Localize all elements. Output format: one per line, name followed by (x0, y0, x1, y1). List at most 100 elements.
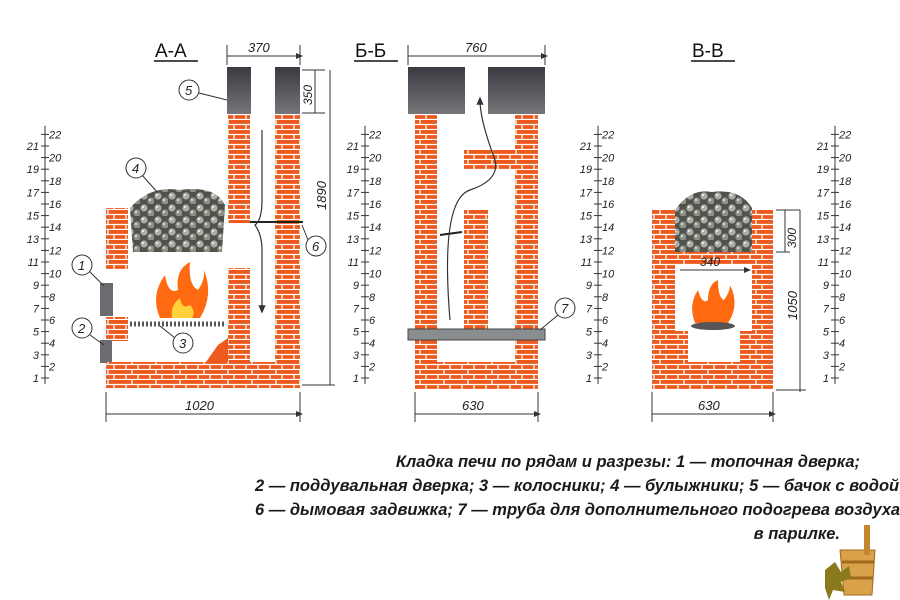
row-number: 3 (586, 350, 593, 362)
row-number: 18 (602, 176, 615, 188)
section-a-a: А-А 370 350 1890 1020 (100, 40, 335, 422)
dim-b-top: 760 (465, 40, 487, 55)
svg-text:5: 5 (185, 83, 193, 98)
caption-line-2: 2 — поддувальная дверка; 3 — колосники; … (255, 477, 900, 495)
caption-line-3: 6 — дымовая задвижка; 7 — труба для допо… (255, 501, 900, 519)
callout-5: 5 (178, 79, 228, 101)
row-number: 13 (347, 234, 360, 246)
svg-text:3: 3 (179, 336, 187, 351)
row-number: 13 (817, 234, 830, 246)
row-number: 2 (838, 361, 845, 373)
chimney-inner-wall (228, 115, 250, 223)
water-tank-right (488, 67, 545, 114)
row-number: 12 (602, 245, 614, 257)
row-number: 19 (347, 164, 359, 176)
dim-a-base: 1020 (185, 398, 215, 413)
row-number: 19 (580, 164, 592, 176)
base-bricks (106, 362, 300, 388)
callout-6: 6 (301, 224, 327, 257)
flame-icon (156, 262, 209, 318)
row-number: 2 (601, 361, 608, 373)
right-wall (515, 115, 538, 365)
dim-c-stones: 300 (785, 228, 799, 248)
row-number: 21 (346, 141, 359, 153)
row-number: 13 (27, 234, 40, 246)
row-number: 16 (49, 199, 62, 211)
row-number: 3 (823, 350, 830, 362)
row-number: 15 (27, 211, 40, 223)
row-number: 6 (369, 315, 376, 327)
caption: Кладка печи по рядам и разрезы: 1 — топо… (255, 450, 900, 546)
row-number: 9 (586, 280, 592, 292)
row-number: 16 (839, 199, 852, 211)
dim-c-base: 630 (698, 398, 720, 413)
row-number: 14 (839, 222, 851, 234)
row-number: 1 (33, 373, 39, 385)
section-v-title: В-В (692, 41, 724, 62)
row-number: 15 (347, 211, 360, 223)
row-number: 4 (369, 338, 375, 350)
row-number: 7 (353, 303, 360, 315)
callout-3: 3 (159, 325, 194, 354)
row-number: 2 (368, 361, 375, 373)
row-number: 17 (817, 187, 830, 199)
row-number: 21 (579, 141, 592, 153)
ash-door (100, 340, 112, 363)
row-number: 11 (818, 257, 829, 269)
fire-chamber-wall (228, 268, 250, 363)
middle-partition (464, 210, 488, 330)
left-wall (415, 115, 437, 365)
section-a-title: А-А (155, 41, 187, 62)
row-number: 1 (586, 373, 592, 385)
row-number: 19 (27, 164, 39, 176)
callouts: 1 2 3 4 5 6 7 (71, 79, 576, 354)
svg-text:7: 7 (561, 301, 569, 316)
row-number: 8 (839, 292, 846, 304)
row-number: 8 (49, 292, 56, 304)
section-v-v: В-В 340 300 1050 630 (651, 41, 806, 422)
row-number: 16 (369, 199, 382, 211)
row-number: 10 (49, 269, 62, 281)
row-number: 22 (838, 129, 851, 141)
row-number: 16 (602, 199, 615, 211)
top-partition (464, 150, 515, 170)
row-number: 14 (602, 222, 614, 234)
row-number: 1 (353, 373, 359, 385)
row-number: 10 (369, 269, 382, 281)
dim-c-inner: 340 (700, 255, 720, 269)
row-number: 9 (33, 280, 39, 292)
row-number: 1 (823, 373, 829, 385)
row-number: 12 (369, 245, 381, 257)
row-number: 11 (581, 257, 592, 269)
row-number: 2 (48, 361, 55, 373)
row-number: 21 (816, 141, 829, 153)
row-number: 20 (838, 153, 852, 165)
dim-c-height: 1050 (785, 290, 800, 320)
row-number: 20 (368, 153, 382, 165)
row-number: 8 (602, 292, 609, 304)
row-number: 5 (353, 327, 360, 339)
row-number: 17 (347, 187, 360, 199)
row-number: 11 (348, 257, 359, 269)
row-number: 20 (48, 153, 62, 165)
stones (675, 191, 752, 252)
row-number: 18 (839, 176, 852, 188)
chimney-outer-wall (275, 115, 300, 365)
row-number: 8 (369, 292, 376, 304)
row-number: 11 (28, 257, 39, 269)
air-heating-pipe (407, 328, 546, 341)
row-number: 9 (823, 280, 829, 292)
row-number: 6 (839, 315, 846, 327)
fire-door (100, 283, 113, 316)
row-number: 17 (580, 187, 593, 199)
row-number: 12 (839, 245, 851, 257)
water-tank-left (408, 67, 465, 114)
row-number: 4 (839, 338, 845, 350)
dim-a-tank: 350 (301, 85, 315, 105)
row-number: 17 (27, 187, 40, 199)
row-number: 6 (602, 315, 609, 327)
water-tank-left (227, 67, 251, 114)
